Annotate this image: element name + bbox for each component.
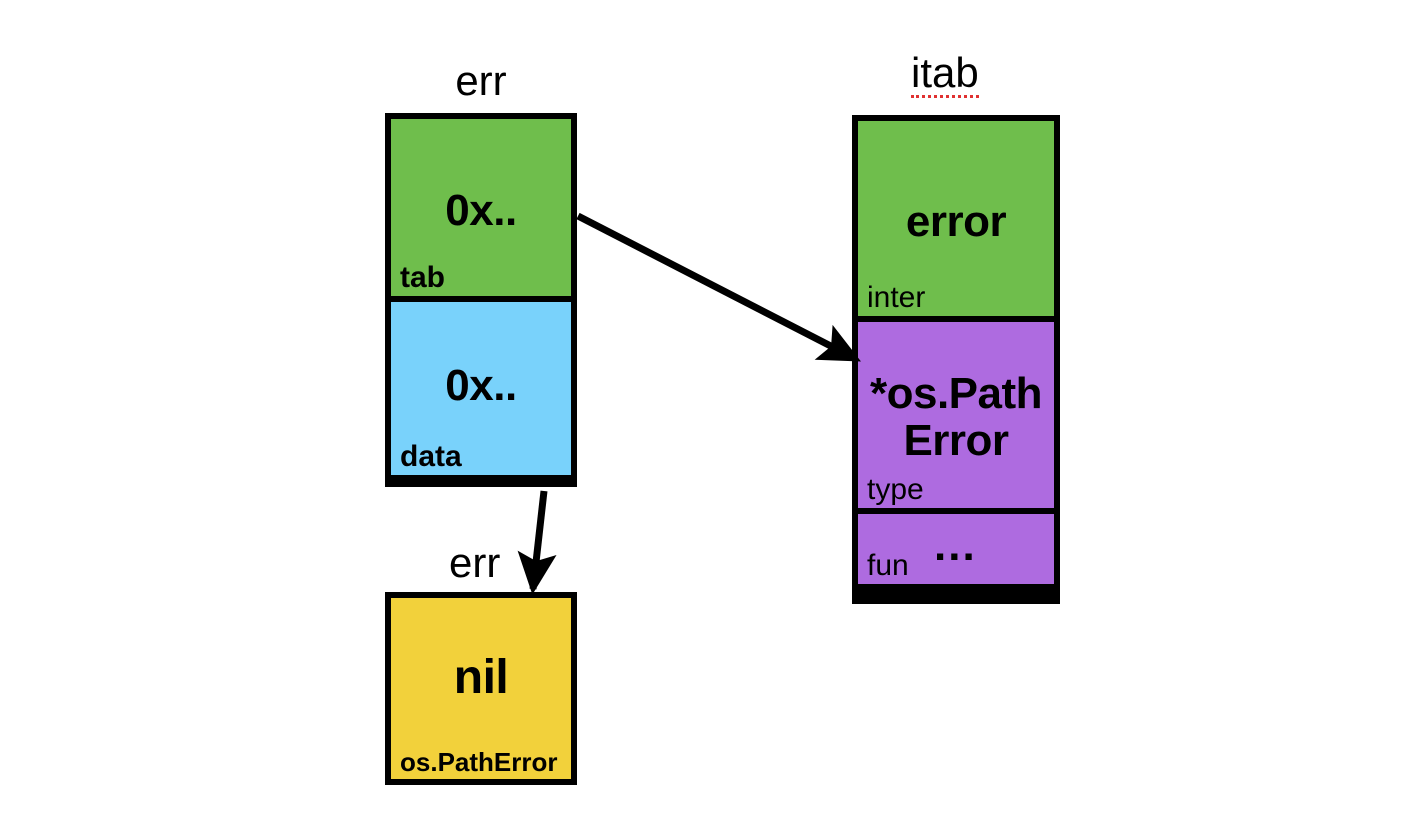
itab-fun-label: fun <box>867 549 909 582</box>
concrete-value-text: nil <box>453 651 509 704</box>
itab-field-type[interactable]: *os.Path Error type <box>858 316 1054 508</box>
concrete-value-box: nil os.PathError <box>385 592 577 785</box>
iface-tab-label: tab <box>400 261 445 294</box>
iface-field-data[interactable]: 0x.. data <box>391 296 571 475</box>
iface-struct-err: 0x.. tab 0x.. data <box>385 113 577 487</box>
itab-fun-value: ... <box>934 521 977 570</box>
arrow-data-to-value <box>517 490 557 595</box>
label-itab: itab <box>911 49 979 98</box>
label-err-concrete: err <box>449 539 501 586</box>
itab-field-fun[interactable]: ... fun <box>858 508 1054 584</box>
concrete-type-label: os.PathError <box>400 747 558 778</box>
iface-tab-value: 0x.. <box>445 186 517 235</box>
itab-inter-value: error <box>905 197 1007 246</box>
arrow-tab-to-itab <box>576 212 861 363</box>
itab-field-inter[interactable]: error inter <box>858 121 1054 316</box>
iface-data-label: data <box>400 440 462 473</box>
itab-type-label: type <box>867 473 924 506</box>
iface-field-tab[interactable]: 0x.. tab <box>391 119 571 296</box>
itab-type-value-line2: Error <box>903 416 1009 465</box>
itab-inter-label: inter <box>867 281 926 314</box>
label-err-iface: err <box>455 57 507 104</box>
concrete-value-cell[interactable]: nil os.PathError <box>391 598 571 779</box>
itab-struct: error inter *os.Path Error type ... fun <box>852 115 1060 604</box>
itab-type-value-line1: *os.Path <box>869 369 1043 418</box>
iface-data-value: 0x.. <box>445 361 517 410</box>
